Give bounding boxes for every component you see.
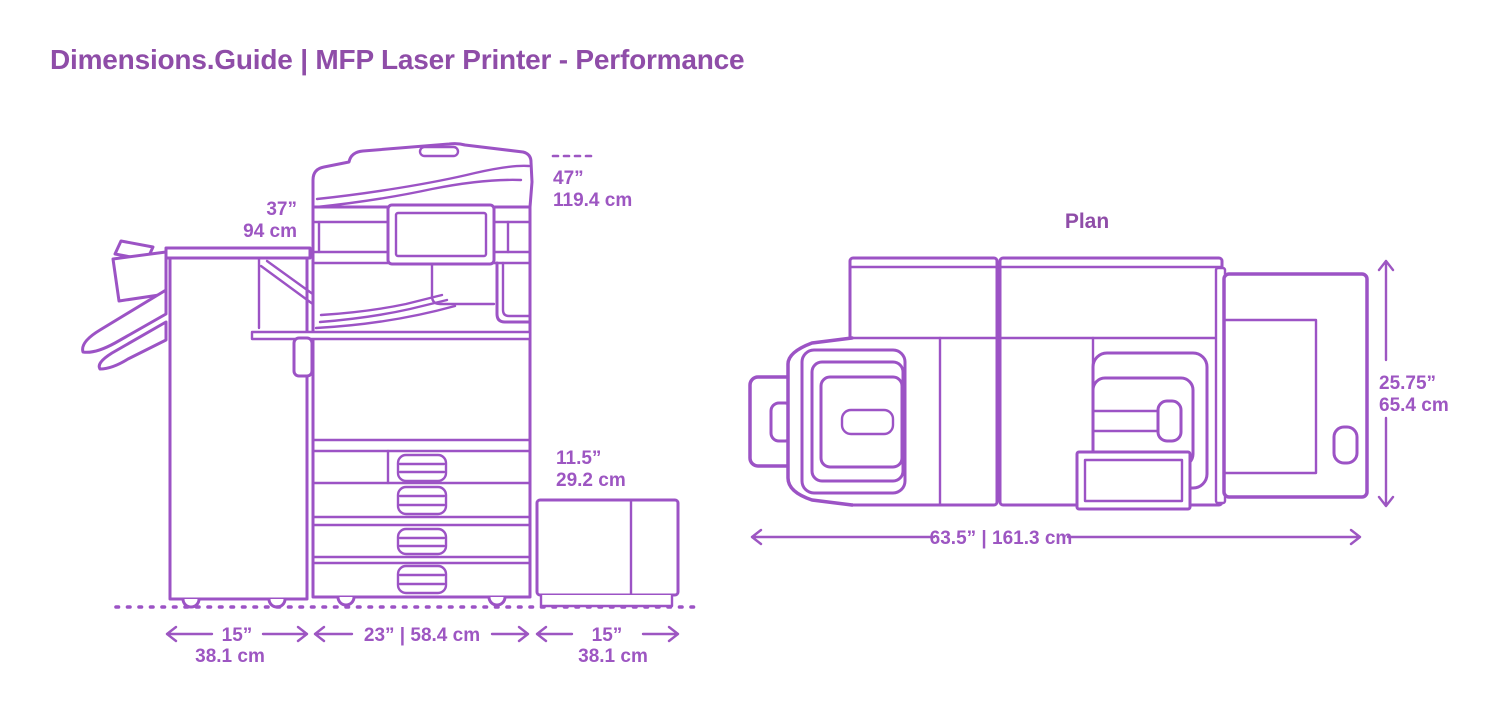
plan-view-drawing: Plan 25.75”	[748, 210, 1449, 549]
printer-main-body	[250, 142, 534, 607]
dim-height-side-cm: 29.2 cm	[556, 470, 626, 491]
finisher-unit	[81, 239, 348, 609]
plan-control-panel-screen	[1083, 458, 1184, 503]
width-arrow-body	[313, 625, 530, 643]
control-panel-screen	[394, 211, 488, 258]
control-panel	[386, 203, 496, 266]
dim-width-body: 23” | 58.4 cm	[364, 625, 480, 646]
drawer-handle	[396, 527, 448, 556]
dim-width-side-inches: 15”	[592, 625, 623, 646]
plan-width-arrow	[750, 528, 1362, 546]
dim-height-total-cm: 119.4 cm	[553, 190, 632, 211]
paper-drawers	[311, 438, 532, 595]
drawer-handle	[396, 485, 448, 516]
dim-depth-inches: 25.75”	[1379, 373, 1436, 394]
plan-main-body-details	[1075, 336, 1209, 511]
paper-stack	[314, 304, 457, 330]
front-dimensions: 37” 94 cm 47” 119.4 cm 11.5” 29.2 cm 15”…	[165, 154, 680, 667]
dim-height-side-inches: 11.5”	[556, 448, 601, 469]
plan-side-handle	[1332, 425, 1359, 465]
width-arrow-side-unit	[535, 625, 680, 643]
front-elevation-drawing: 37” 94 cm 47” 119.4 cm 11.5” 29.2 cm 15”…	[81, 142, 702, 667]
paper-stack	[319, 293, 444, 317]
plan-control-panel	[1075, 450, 1192, 511]
plan-dimensions: 25.75” 65.4 cm 63.5” | 161.3 cm	[750, 259, 1449, 549]
plan-side-unit	[1214, 266, 1369, 505]
side-handle	[292, 336, 314, 378]
plan-handle	[1156, 399, 1183, 443]
side-tray-unit	[535, 498, 680, 608]
dim-height-main-inches: 37”	[266, 199, 297, 220]
page-title: Dimensions.Guide | MFP Laser Printer - P…	[50, 44, 745, 75]
depth-arrow	[1377, 259, 1395, 508]
plan-view-title: Plan	[1065, 210, 1109, 233]
dim-height-main-cm: 94 cm	[243, 221, 297, 242]
width-arrow-finisher	[165, 625, 309, 643]
dim-height-total-inches: 47”	[553, 168, 584, 189]
adf-top	[311, 142, 534, 209]
drawer-handle	[396, 453, 448, 483]
paper-stack	[318, 298, 449, 324]
dim-plan-width: 63.5” | 161.3 cm	[930, 528, 1073, 549]
dim-depth-cm: 65.4 cm	[1379, 395, 1449, 416]
dim-width-finisher-cm: 38.1 cm	[195, 646, 265, 667]
plan-finisher-trays	[748, 336, 907, 507]
dim-width-finisher-inches: 15”	[222, 625, 253, 646]
dim-width-side-cm: 38.1 cm	[578, 646, 648, 667]
caster	[181, 597, 201, 609]
drawer-handle	[396, 564, 448, 595]
caster	[336, 595, 356, 607]
caster	[487, 595, 507, 607]
output-shelf	[250, 330, 532, 341]
